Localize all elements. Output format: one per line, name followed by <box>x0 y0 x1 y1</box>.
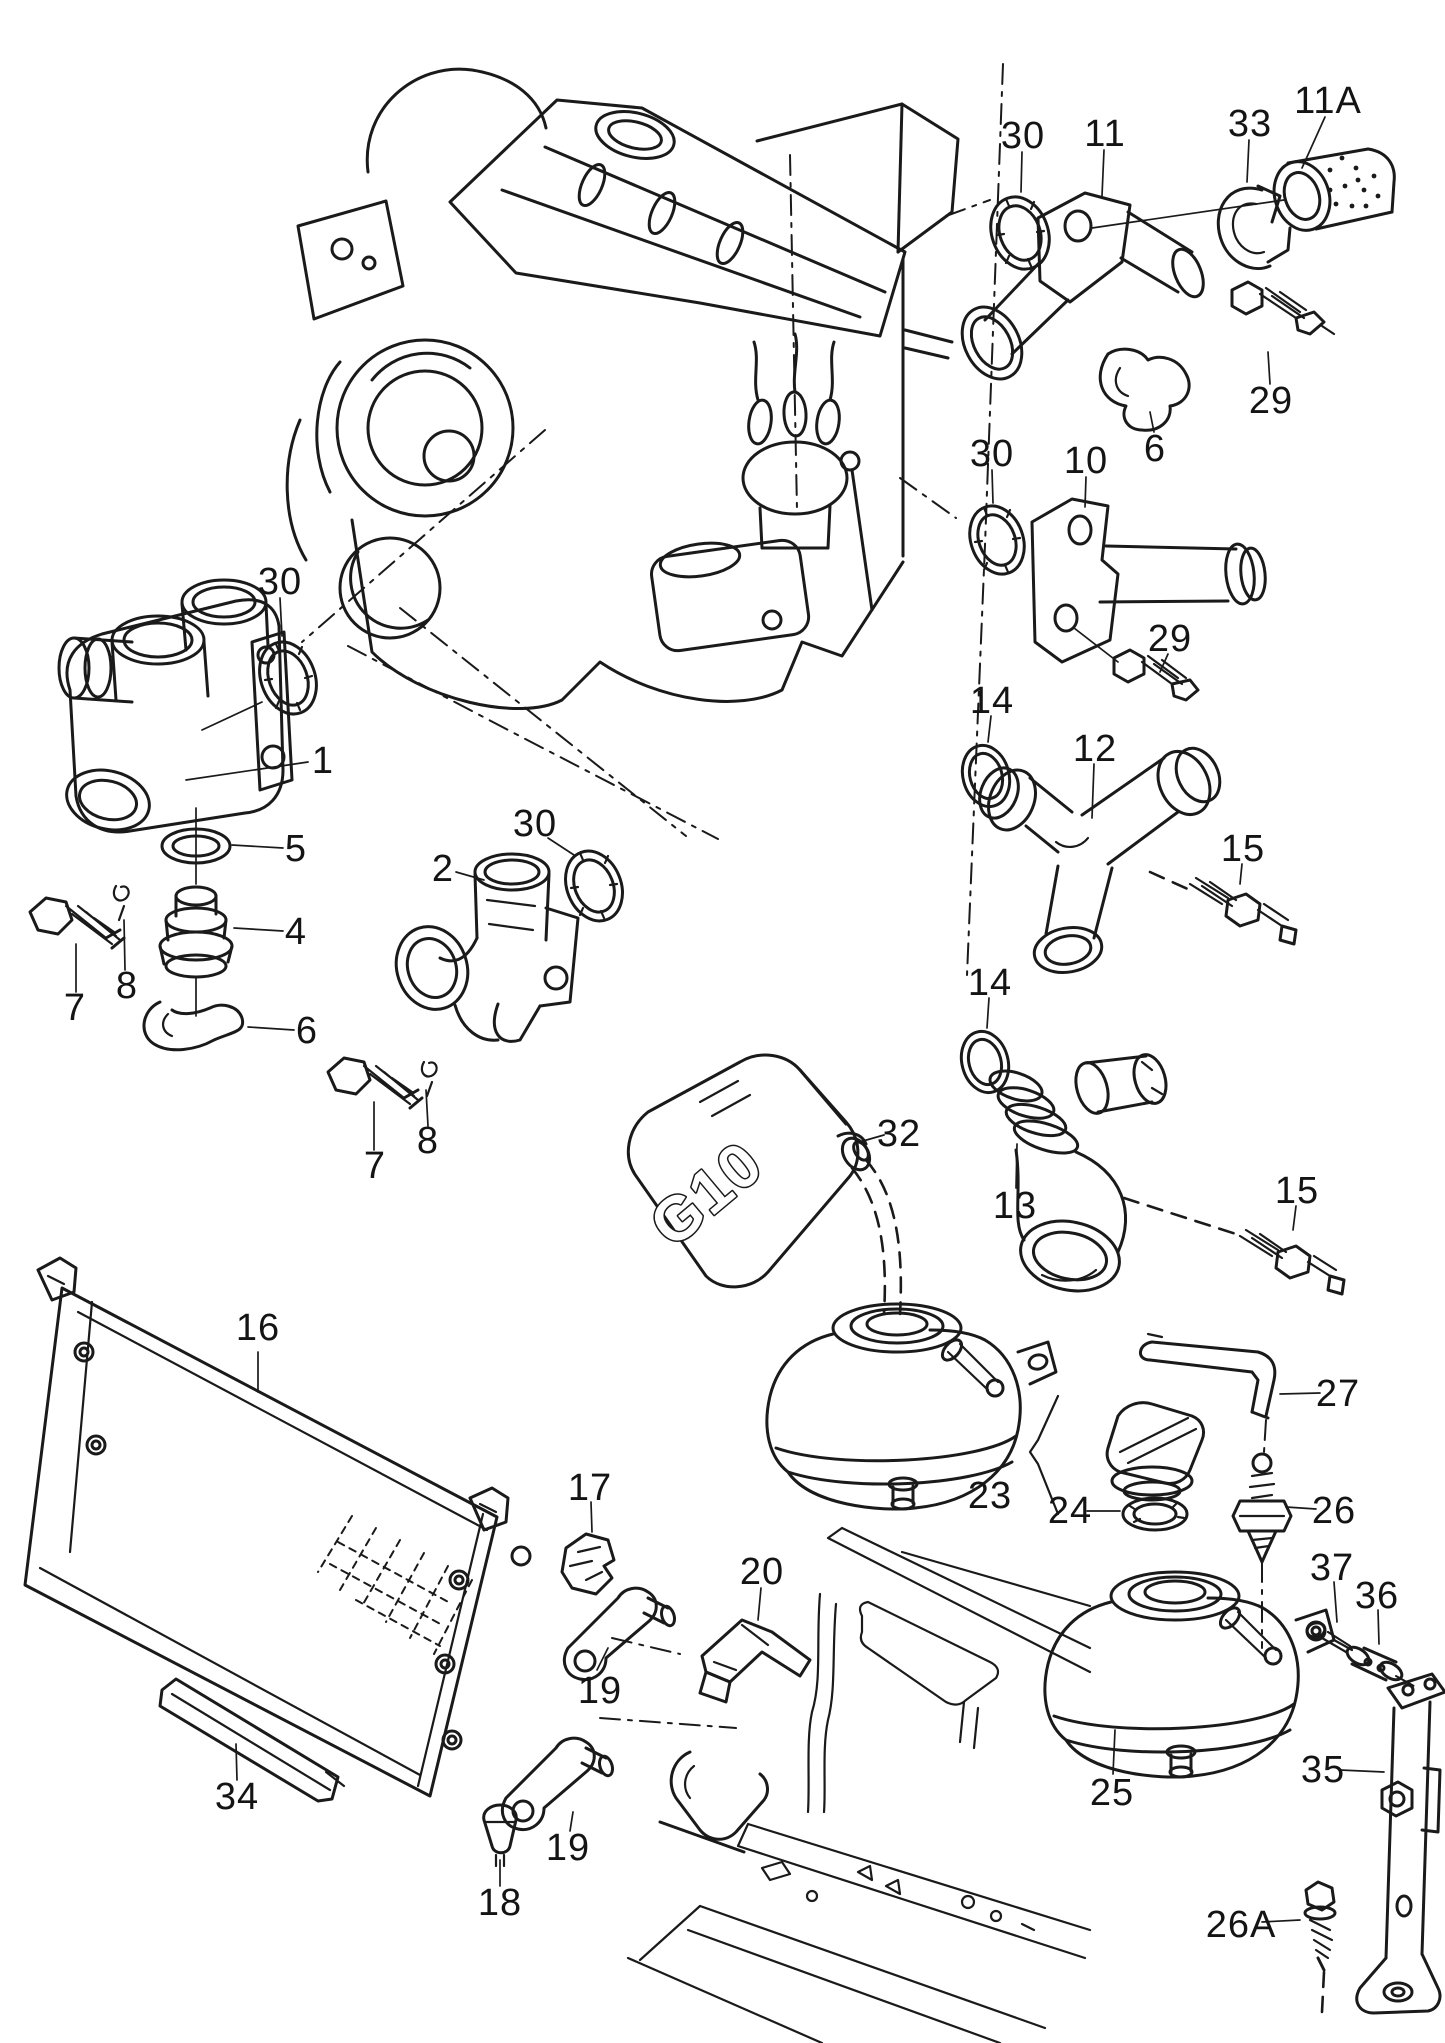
part-label-24[interactable]: 24 <box>1048 1490 1092 1532</box>
callout-leader-lines <box>75 116 1385 1923</box>
part-label-8-left[interactable]: 8 <box>116 965 138 1007</box>
tank-cap-drawing <box>1105 1401 1206 1502</box>
bracket-19-upper-drawing <box>562 1586 679 1682</box>
y-pipe-12-drawing <box>978 746 1222 974</box>
part-label-14-upper[interactable]: 14 <box>970 680 1014 722</box>
clip-8-left-drawing <box>112 884 130 922</box>
expansion-tank-upper-drawing <box>765 1302 1058 1511</box>
part-label-30-top[interactable]: 30 <box>1001 115 1045 157</box>
part-label-6-left[interactable]: 6 <box>296 1010 318 1052</box>
group-brace-23 <box>1028 1394 1060 1516</box>
part-label-37[interactable]: 37 <box>1310 1547 1354 1589</box>
part-label-2[interactable]: 2 <box>432 848 454 890</box>
bolt-15-upper-drawing <box>1188 876 1298 946</box>
gasket-14-upper-drawing <box>960 743 1012 809</box>
bolt-29-top-drawing <box>1230 280 1336 336</box>
part-label-29-top[interactable]: 29 <box>1249 380 1293 422</box>
coolant-flange-10-drawing <box>1030 497 1267 664</box>
part-label-7-left[interactable]: 7 <box>64 987 86 1029</box>
screw-37-drawing <box>1305 1620 1354 1654</box>
assembly-axis-lines <box>301 63 1415 1729</box>
gasket-30-center-drawing <box>564 849 624 923</box>
rubber-mount-17-drawing <box>560 1532 616 1596</box>
pour-stream-drawing <box>850 1158 903 1316</box>
spring-clip-6-top-drawing <box>1098 347 1191 432</box>
part-label-19-lower[interactable]: 19 <box>546 1827 590 1869</box>
radiator-16-drawing <box>23 1256 532 1798</box>
part-label-6-top[interactable]: 6 <box>1144 428 1166 470</box>
part-label-11[interactable]: 11 <box>1084 113 1125 155</box>
bracket-35-drawing <box>1355 1672 1445 2015</box>
part-label-34[interactable]: 34 <box>215 1776 259 1818</box>
part-label-16[interactable]: 16 <box>236 1307 280 1349</box>
part-label-5[interactable]: 5 <box>285 828 307 870</box>
coolant-flange-2-drawing <box>394 852 580 1043</box>
part-label-35[interactable]: 35 <box>1301 1749 1345 1791</box>
part-label-10[interactable]: 10 <box>1064 440 1108 482</box>
retainer-clip-33-drawing <box>1216 184 1292 270</box>
bracket-27-drawing <box>1139 1332 1277 1420</box>
part-label-14-lower[interactable]: 14 <box>968 962 1012 1004</box>
part-label-15-upper[interactable]: 15 <box>1221 828 1265 870</box>
fitment-dash-lines <box>1122 870 1326 2014</box>
part-label-13[interactable]: 13 <box>993 1185 1037 1227</box>
part-label-25[interactable]: 25 <box>1090 1772 1134 1814</box>
seal-ring-24-drawing <box>1121 1496 1189 1532</box>
gasket-30-right-drawing <box>968 504 1026 576</box>
part-label-7-center[interactable]: 7 <box>364 1145 386 1187</box>
body-mount-bracket-drawing <box>658 1750 769 1854</box>
part-label-23[interactable]: 23 <box>968 1475 1012 1517</box>
bracket-19-lower-drawing <box>500 1736 617 1832</box>
part-label-30-center[interactable]: 30 <box>513 803 557 845</box>
thermostat-4-drawing <box>158 807 234 1017</box>
coolant-distributor-housing-1-drawing <box>57 578 294 834</box>
part-label-32[interactable]: 32 <box>877 1113 921 1155</box>
part-label-26A[interactable]: 26A <box>1206 1904 1277 1946</box>
part-label-30-left[interactable]: 30 <box>258 561 302 603</box>
bracket-20-drawing <box>698 1618 812 1704</box>
spring-clip-6-left-drawing <box>142 1000 245 1052</box>
spacer-36-drawing <box>1345 1645 1404 1682</box>
bolt-15-lower-drawing <box>1238 1228 1346 1296</box>
radiator-core-hatch <box>317 1515 473 1655</box>
body-structure-drawing <box>626 1526 1092 2043</box>
screw-26A-drawing <box>1303 1880 1337 1972</box>
clip-8-center-drawing <box>420 1060 438 1098</box>
gasket-30-left-drawing <box>258 640 318 716</box>
drain-plug-18-drawing <box>482 1803 518 1868</box>
part-label-18[interactable]: 18 <box>478 1882 522 1924</box>
highlight-marker-upper-tank[interactable] <box>837 1365 899 1427</box>
part-label-33[interactable]: 33 <box>1228 103 1272 145</box>
part-label-8-center[interactable]: 8 <box>417 1120 439 1162</box>
highlight-marker-lower-tank[interactable] <box>1117 1631 1179 1693</box>
part-label-36[interactable]: 36 <box>1355 1575 1399 1617</box>
jug-g10-label: G10 <box>637 1128 776 1260</box>
coolant-jug-32-drawing: G10 <box>626 1053 872 1289</box>
part-label-30-right[interactable]: 30 <box>970 433 1014 475</box>
part-label-12[interactable]: 12 <box>1073 728 1117 770</box>
part-label-27[interactable]: 27 <box>1316 1373 1360 1415</box>
coolant-flange-11-drawing <box>960 191 1285 381</box>
bleed-screw-26-drawing <box>1231 1452 1293 1564</box>
part-label-15-lower[interactable]: 15 <box>1275 1170 1319 1212</box>
part-label-17[interactable]: 17 <box>568 1467 612 1509</box>
bolt-7-center-drawing <box>326 1056 424 1110</box>
part-label-29-mid[interactable]: 29 <box>1148 618 1192 660</box>
seal-strip-34-drawing <box>158 1677 346 1803</box>
part-label-1[interactable]: 1 <box>312 740 334 782</box>
part-label-19-upper[interactable]: 19 <box>578 1670 622 1712</box>
bolt-7-left-drawing <box>28 896 126 950</box>
part-label-4[interactable]: 4 <box>285 911 307 953</box>
gasket-30-top-drawing <box>989 195 1051 271</box>
part-label-11A[interactable]: 11A <box>1294 80 1362 122</box>
part-label-20[interactable]: 20 <box>740 1551 784 1593</box>
expansion-tank-lower-25-drawing <box>1043 1570 1336 1779</box>
part-label-26[interactable]: 26 <box>1312 1490 1356 1532</box>
engine-assembly-drawing <box>285 67 960 711</box>
part-number-callouts: 30 11 33 11A 29 6 30 10 29 14 12 15 14 1… <box>64 80 1399 1946</box>
water-pipe-13-drawing <box>988 1053 1168 1293</box>
strainer-11A-drawing <box>1272 147 1396 232</box>
